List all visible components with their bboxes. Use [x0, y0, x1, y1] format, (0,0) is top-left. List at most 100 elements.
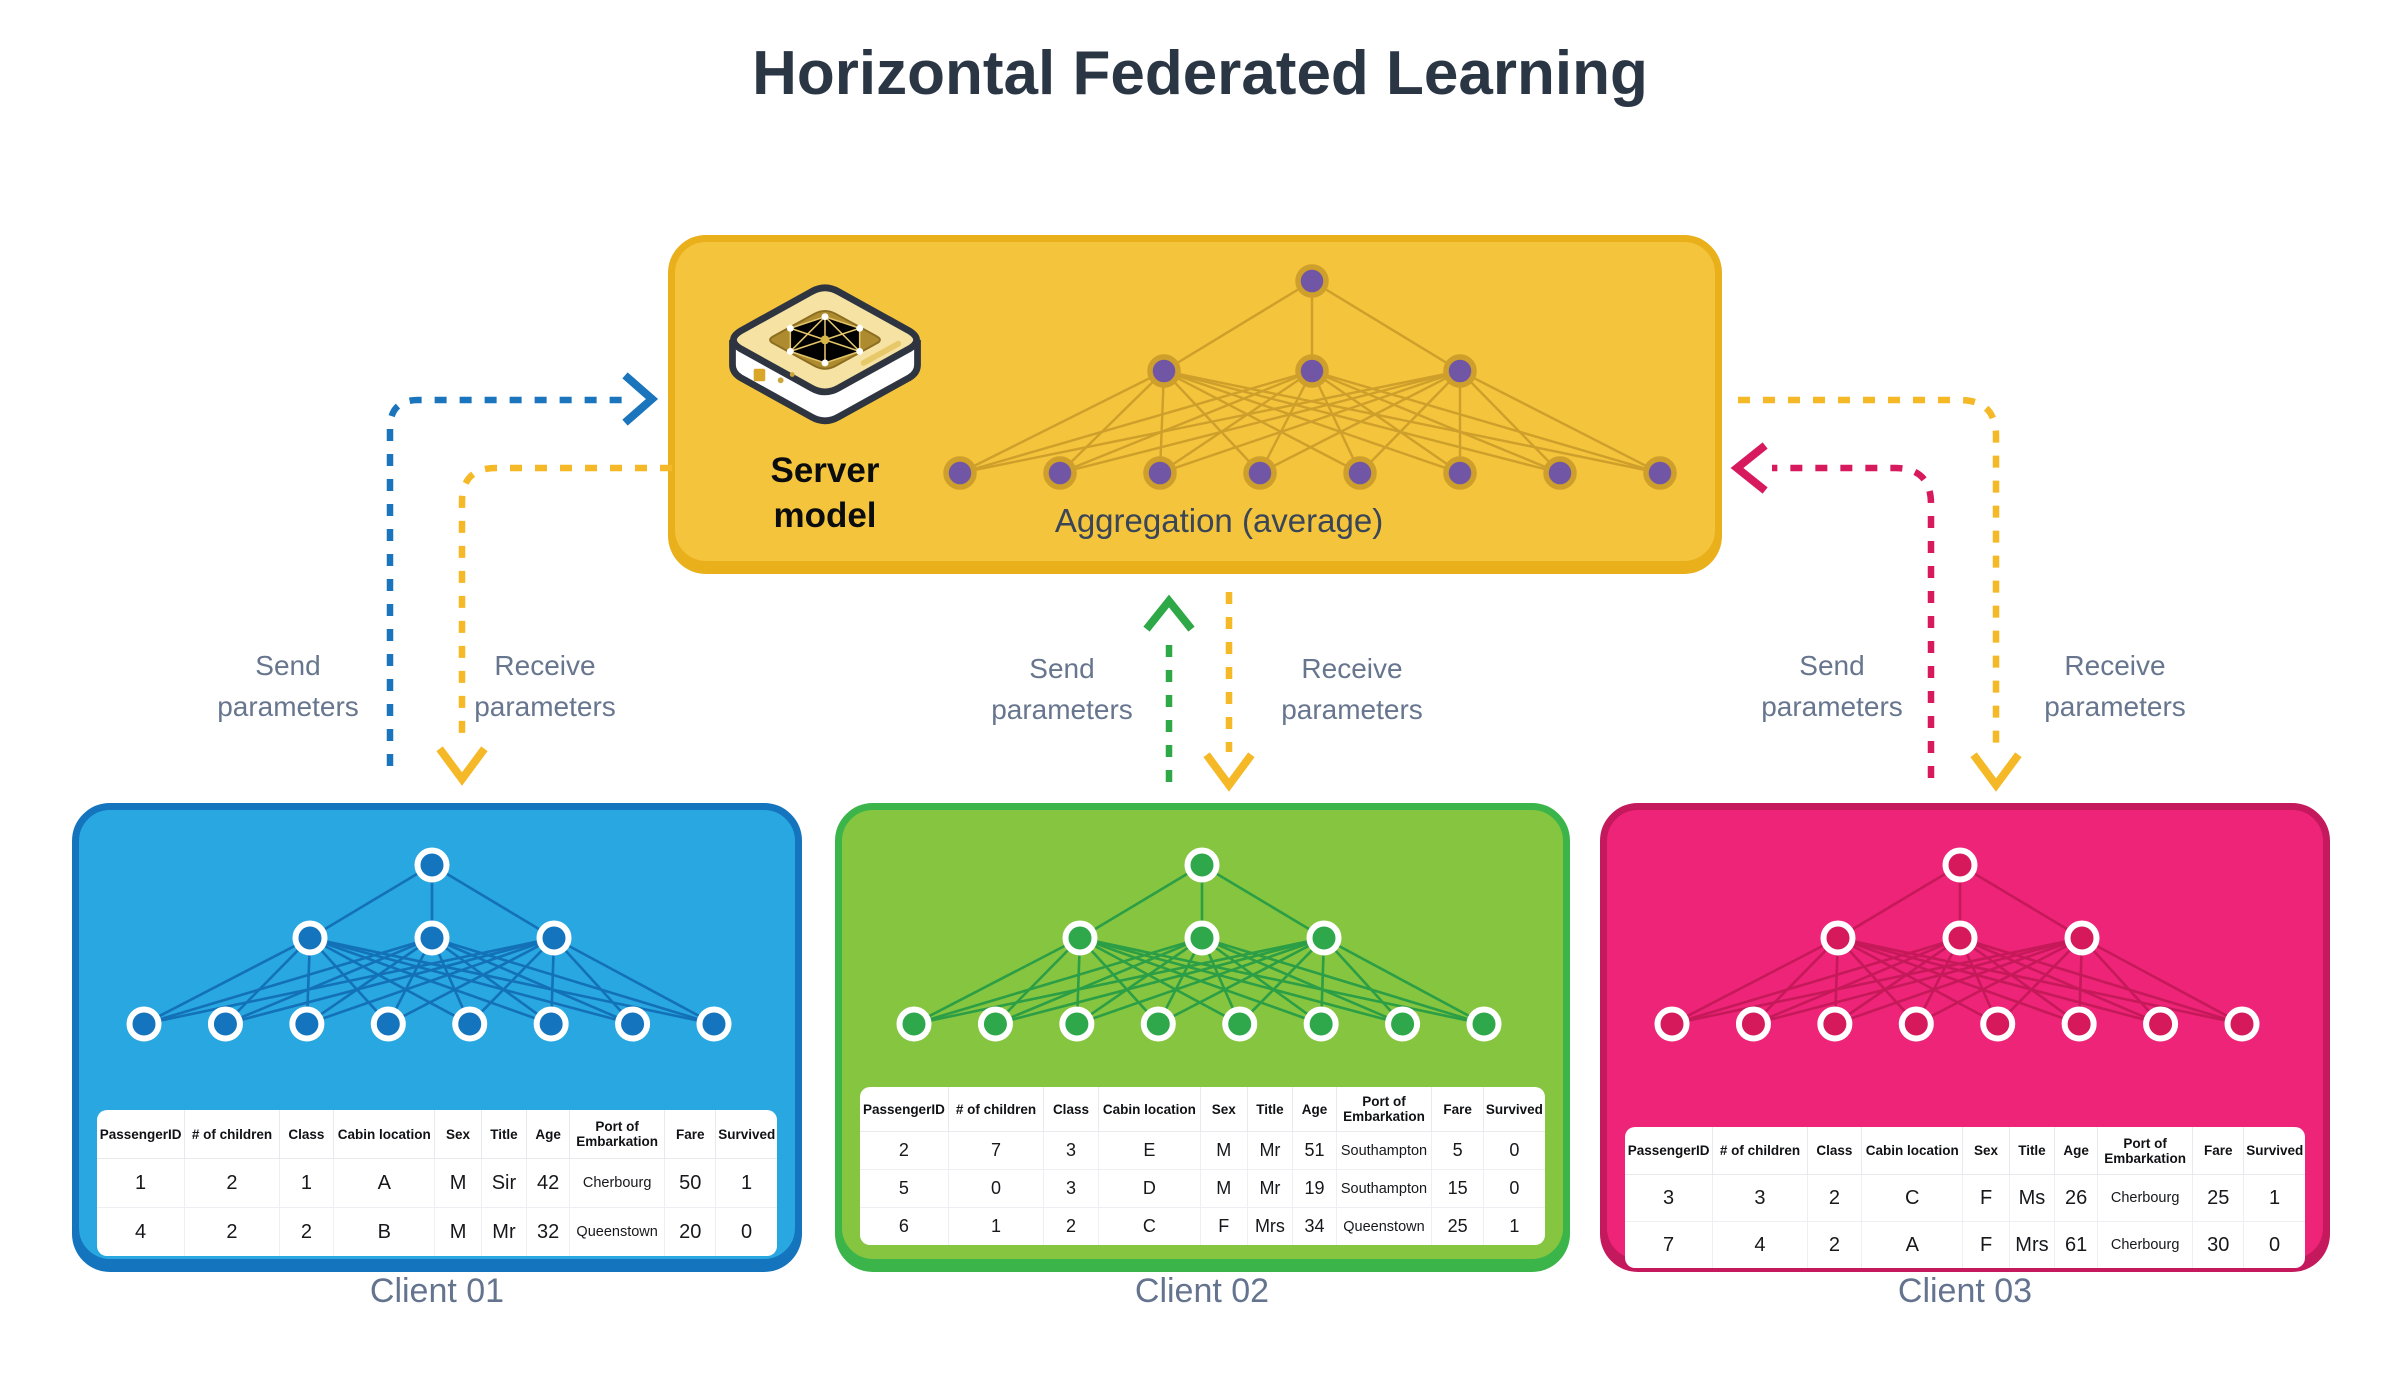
table-header-cell: Cabin location [1861, 1127, 1964, 1175]
table-header-cell: Survived [2243, 1127, 2305, 1175]
table-cell: 25 [1431, 1207, 1484, 1245]
table-cell: 1 [279, 1158, 335, 1208]
table-cell: 5 [860, 1169, 949, 1208]
server-icon [729, 284, 921, 425]
table-cell: 42 [526, 1158, 571, 1208]
server-label-line2: model [773, 496, 877, 535]
table-header-cell: Fare [1431, 1087, 1484, 1132]
client2-receive-arrow-head [1203, 752, 1255, 792]
table-cell: 2 [279, 1207, 335, 1256]
table-header-cell: Class [279, 1110, 335, 1159]
table-header-cell: Survived [1483, 1087, 1545, 1132]
table-cell: Southampton [1336, 1131, 1433, 1170]
server-icon-front-details [753, 340, 902, 384]
table-header-cell: Age [1292, 1087, 1337, 1132]
client2-send-arrow [1143, 594, 1195, 782]
left-receive-label: Receive parameters [474, 650, 616, 722]
table-cell: 20 [664, 1207, 717, 1256]
table-cell: 50 [664, 1158, 717, 1208]
client-01-label: Client 01 [369, 1272, 505, 1310]
table-cell: Cherbourg [2097, 1221, 2194, 1268]
table-cell: 2 [184, 1207, 280, 1256]
table-cell: 3 [1043, 1131, 1099, 1170]
table-header-cell: # of children [1712, 1127, 1808, 1175]
table-cell: 1 [948, 1207, 1045, 1245]
table-header-cell: Fare [2192, 1127, 2245, 1175]
table-cell: F [1962, 1174, 2010, 1222]
table-cell: 51 [1292, 1131, 1337, 1170]
table-cell: Cherbourg [2097, 1174, 2194, 1222]
table-cell: 2 [860, 1131, 949, 1170]
table-cell: E [1098, 1131, 1201, 1170]
table-cell: 0 [741, 1220, 753, 1243]
table-cell: 1 [715, 1158, 777, 1208]
table-cell: 7 [948, 1131, 1045, 1170]
table-cell: Cherbourg [569, 1158, 666, 1208]
table-cell: 0 [1483, 1131, 1545, 1170]
table-cell: 1 [1509, 1216, 1520, 1236]
table-cell: 2 [184, 1158, 280, 1208]
table-header-cell: Sex [1962, 1127, 2010, 1175]
table-cell: 0 [948, 1169, 1045, 1208]
table-cell: A [333, 1158, 436, 1208]
table-cell: 19 [1292, 1169, 1337, 1208]
table-header-cell: Title [481, 1110, 528, 1159]
client3-send-arrow-head [1730, 442, 1768, 494]
client1-send-arrow-head [622, 372, 659, 426]
table-header-cell: Port of Embarkation [2097, 1127, 2194, 1175]
table-cell: 2 [1807, 1221, 1863, 1268]
table-cell: 4 [97, 1207, 186, 1256]
table-cell: 0 [1483, 1169, 1545, 1208]
table-cell: 6 [860, 1207, 949, 1245]
client3-receive-arrow-head [1970, 752, 2022, 792]
table-cell: M [434, 1207, 482, 1256]
client2-send-arrow-head [1143, 594, 1195, 632]
table-header-cell: Title [1247, 1087, 1294, 1132]
server-label-line1: Server [770, 451, 880, 490]
table-header-cell: PassengerID [97, 1110, 186, 1159]
middle-receive-label: Receive parameters [1281, 653, 1423, 725]
table-cell: Southampton [1336, 1169, 1433, 1208]
client3-send-arrow [1730, 442, 1935, 778]
table-cell: 2 [1807, 1174, 1863, 1222]
table-cell: Queenstown [1336, 1207, 1433, 1245]
table-header-cell: PassengerID [1625, 1127, 1714, 1175]
table-header-cell: Port of Embarkation [1336, 1087, 1433, 1132]
table-cell: 15 [1431, 1169, 1484, 1208]
table-cell: 3 [1712, 1174, 1808, 1222]
right-send-label: Send parameters [1761, 650, 1903, 722]
table-cell: 7 [1625, 1221, 1714, 1268]
table-cell: 34 [1292, 1207, 1337, 1245]
middle-send-label: Send parameters [991, 653, 1133, 725]
server-box: Server model Aggregation (average) [668, 235, 1722, 568]
table-header-cell: Cabin location [333, 1110, 436, 1159]
table-cell: F [1200, 1207, 1248, 1245]
table-cell: Queenstown [569, 1207, 666, 1256]
client3-receive-arrow [1738, 396, 2022, 792]
client-02-label: Client 02 [1134, 1272, 1270, 1310]
table-cell: Ms [2009, 1174, 2056, 1222]
table-cell: B [333, 1207, 436, 1256]
table-header-cell: Fare [664, 1110, 717, 1159]
table-cell: 32 [526, 1207, 571, 1256]
table-cell: Mr [1247, 1131, 1294, 1170]
table-cell: Mrs [2009, 1221, 2056, 1268]
table-header-cell: Class [1043, 1087, 1099, 1132]
table-cell: Mrs [1247, 1207, 1294, 1245]
table-cell: Mr [1247, 1169, 1294, 1208]
right-receive-label: Receive parameters [2044, 650, 2186, 722]
